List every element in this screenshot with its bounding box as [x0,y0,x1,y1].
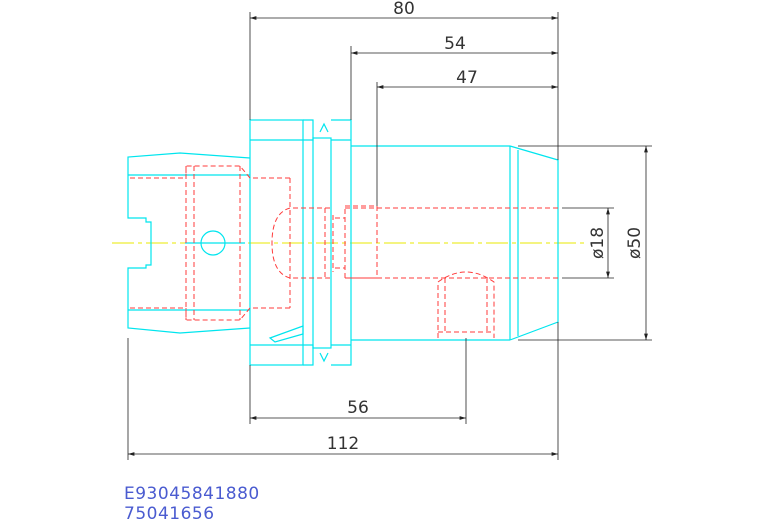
dimension-dia18: ø18 [588,227,608,259]
part-outline [127,119,559,366]
part-code-1: E93045841880 [124,484,260,504]
dimension-80: 80 [393,0,415,19]
dimension-47: 47 [456,68,478,88]
dimension-dia50: ø50 [625,227,645,259]
dimension-56: 56 [347,398,369,418]
dimension-112: 112 [327,434,359,454]
part-code-2: 75041656 [124,504,215,524]
hidden-lines [130,165,558,338]
dimension-lines [127,12,652,460]
dimension-54: 54 [444,34,466,54]
